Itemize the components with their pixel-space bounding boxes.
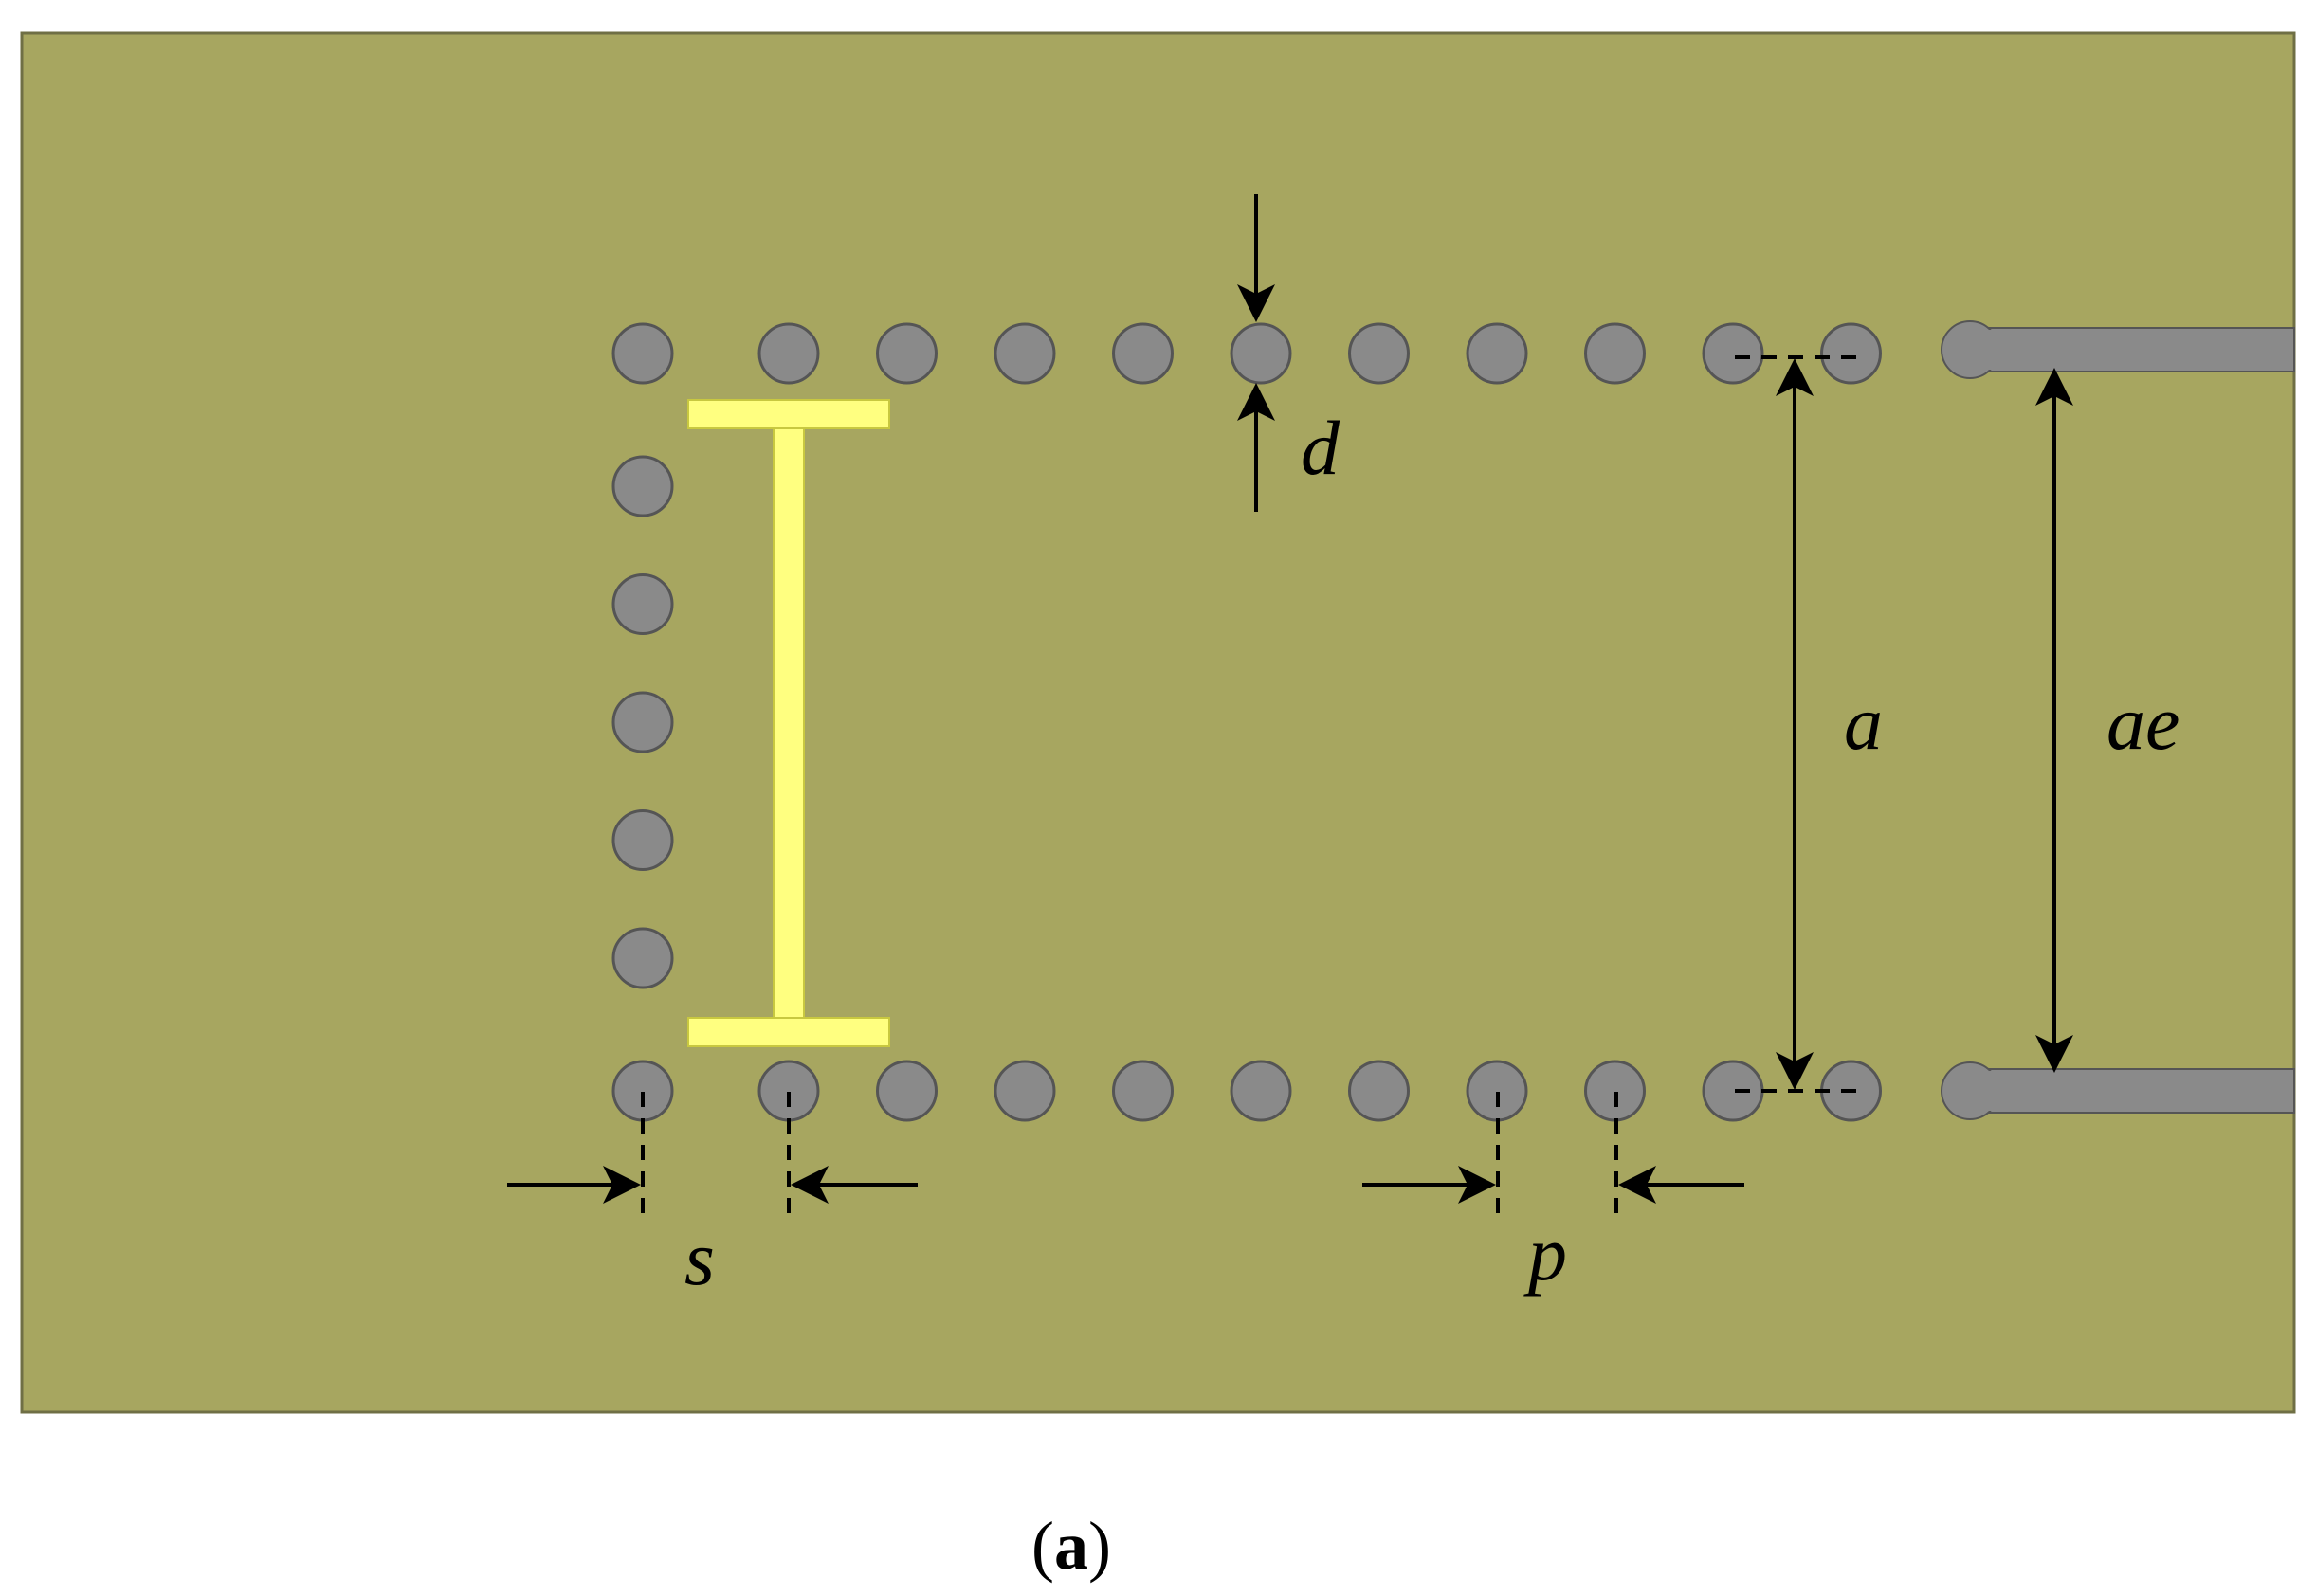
- via-column-left: [611, 455, 674, 989]
- via-hole: [1702, 322, 1764, 385]
- via-hole: [1584, 322, 1646, 385]
- via-hole: [1348, 1060, 1410, 1122]
- via-hole: [1584, 1060, 1646, 1122]
- via-hole: [611, 455, 674, 517]
- via-hole: [994, 1060, 1056, 1122]
- via-hole: [1230, 1060, 1292, 1122]
- via-hole: [1112, 322, 1174, 385]
- via-hole: [611, 573, 674, 635]
- substrate: [20, 31, 2296, 1414]
- via-hole: [876, 322, 938, 385]
- via-hole: [1230, 322, 1292, 385]
- label-a: a: [1844, 680, 1883, 766]
- feed-line-top: [1941, 320, 2295, 379]
- label-p: p: [1523, 1210, 1567, 1297]
- via-row-bottom: [611, 1060, 1882, 1122]
- figure-caption: (a): [1031, 1508, 1111, 1584]
- label-ae: ae: [2106, 680, 2179, 766]
- dimension-s: [507, 1092, 918, 1218]
- via-row-top: [611, 322, 1882, 385]
- caption-open: (: [1031, 1508, 1054, 1584]
- via-hole: [994, 322, 1056, 385]
- via-hole: [1466, 1060, 1528, 1122]
- via-hole: [1820, 322, 1882, 385]
- via-hole: [876, 1060, 938, 1122]
- via-hole: [611, 322, 674, 385]
- via-hole: [757, 1060, 820, 1122]
- feed-line-bottom: [1941, 1061, 2295, 1120]
- via-hole: [611, 809, 674, 871]
- via-hole: [1112, 1060, 1174, 1122]
- via-hole: [1702, 1060, 1764, 1122]
- dimension-p: [1362, 1092, 1744, 1218]
- label-d: d: [1301, 405, 1340, 491]
- guide-lines-a: [1735, 355, 1858, 1093]
- label-s: s: [684, 1215, 715, 1301]
- via-hole: [611, 927, 674, 989]
- caption-close: ): [1088, 1508, 1111, 1584]
- via-hole: [611, 1060, 674, 1122]
- feed-probe: [687, 399, 890, 1047]
- via-hole: [1466, 322, 1528, 385]
- caption-letter: a: [1054, 1508, 1088, 1584]
- via-hole: [1348, 322, 1410, 385]
- via-hole: [611, 691, 674, 753]
- via-hole: [757, 322, 820, 385]
